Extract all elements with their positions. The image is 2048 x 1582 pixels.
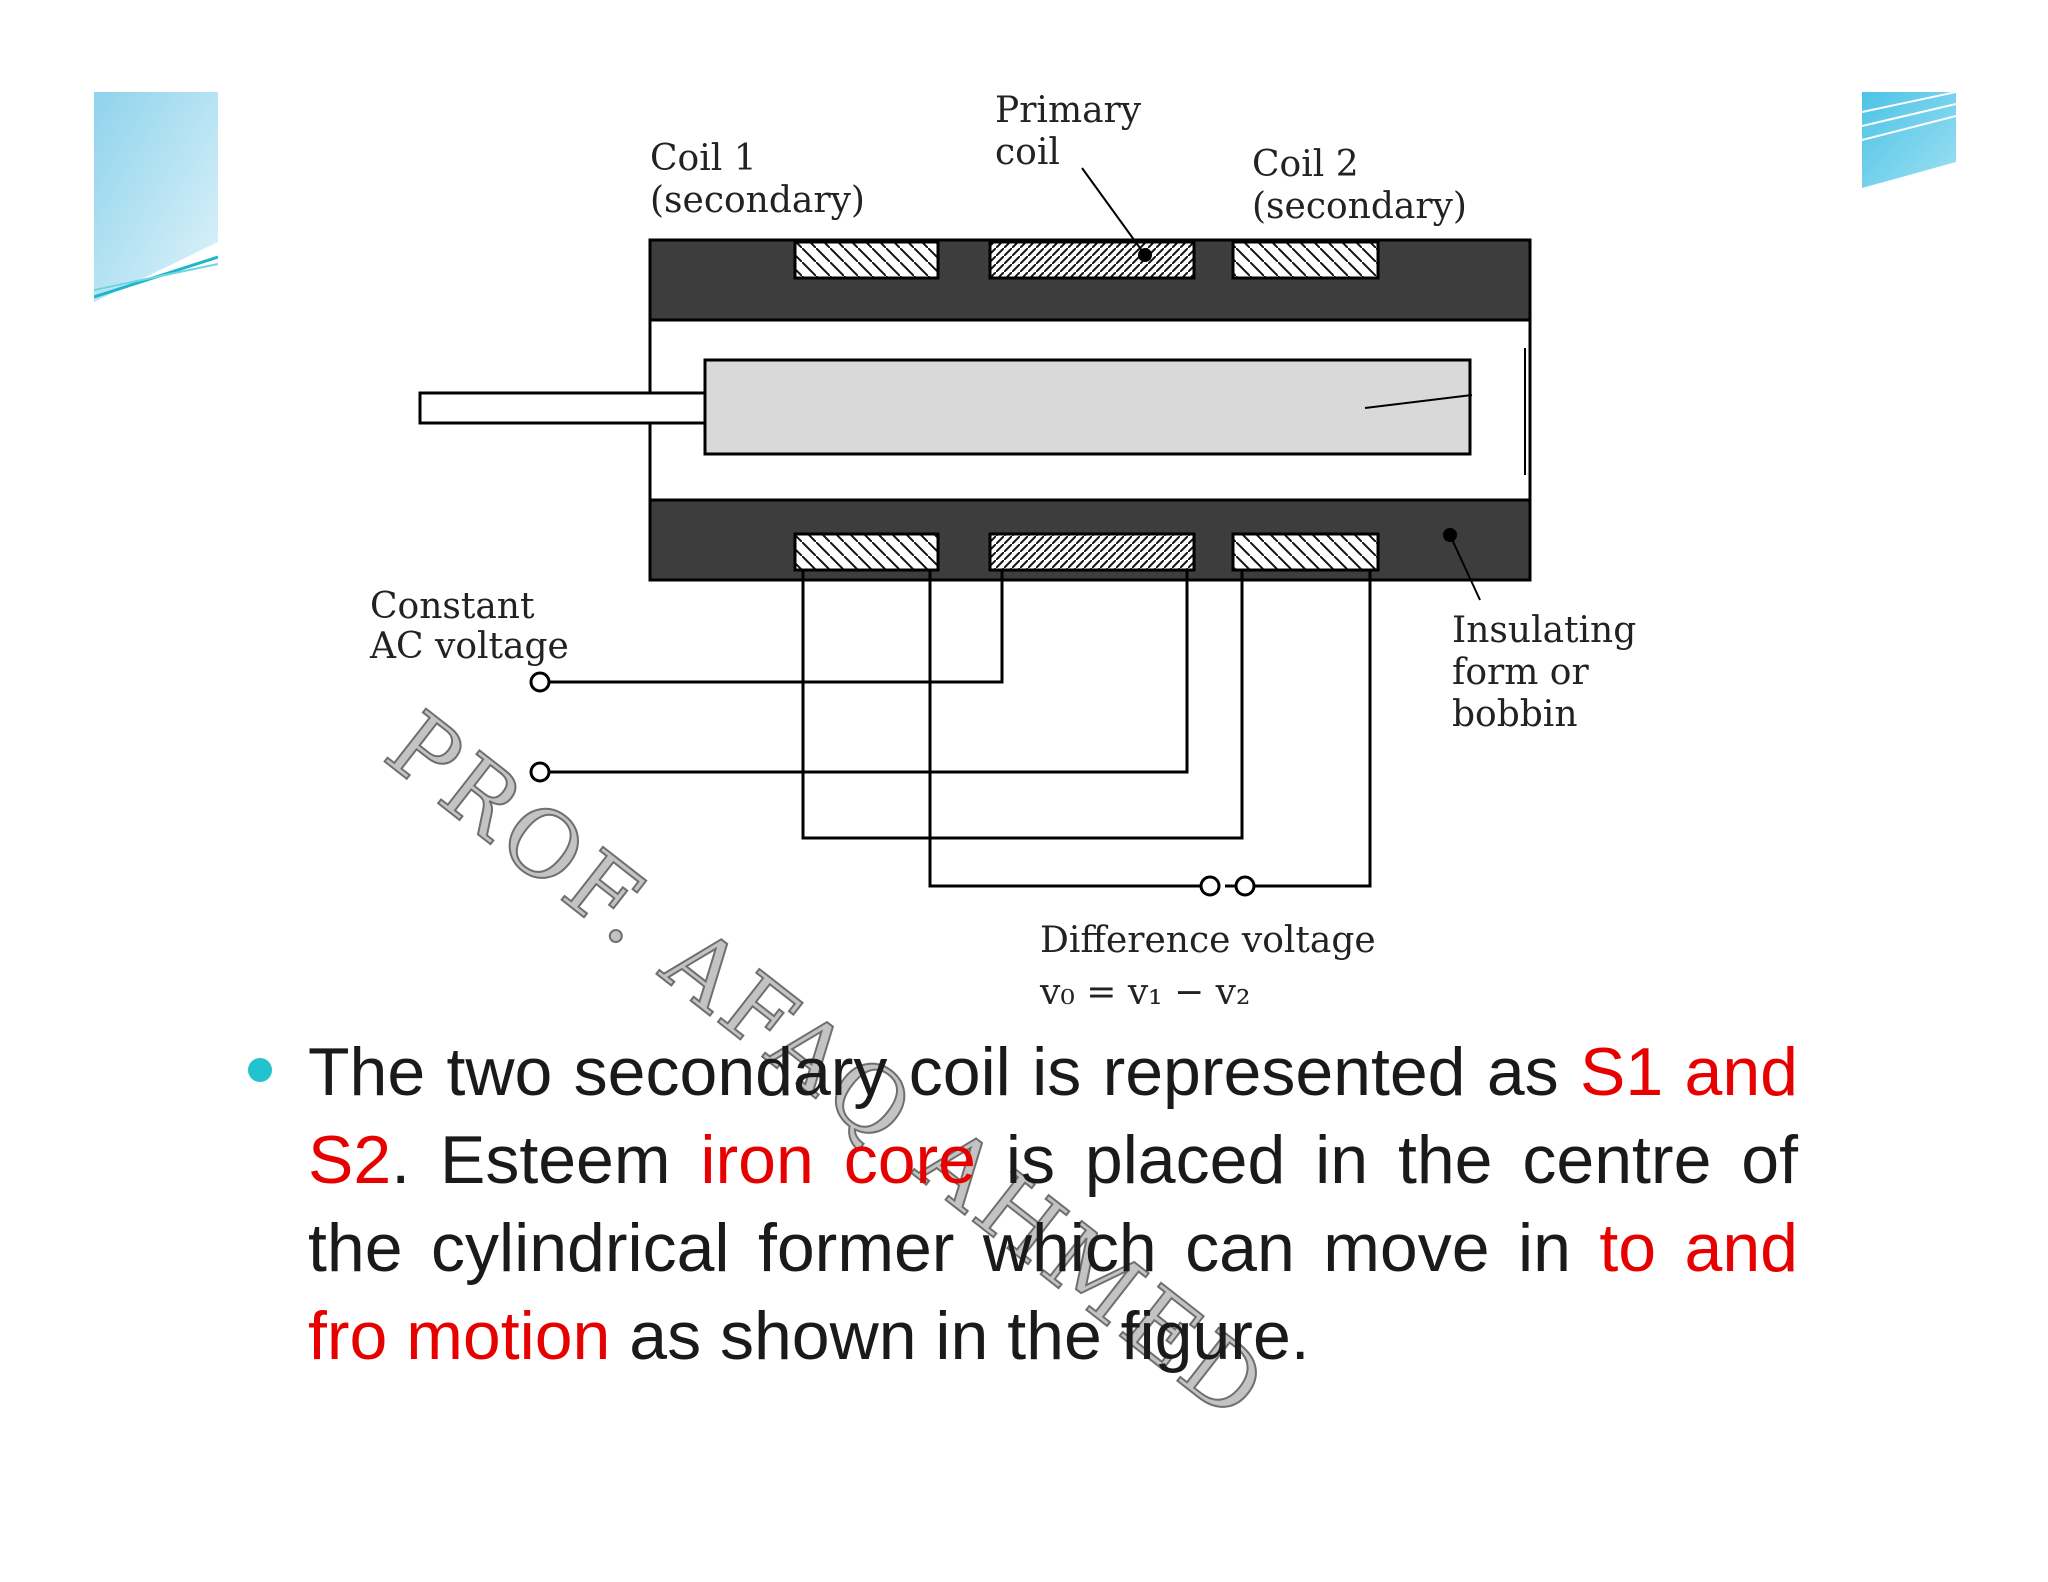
core-rod [418,391,712,425]
primary-coil-label-2: coil [995,132,1060,173]
ac-voltage-label-2: AC voltage [369,626,569,667]
bullet-text: The two secondary coil is represented as… [308,1028,1798,1380]
difference-voltage-formula: v₀ = v₁ − v₂ [1039,972,1250,1013]
coil1-label-2: (secondary) [650,180,865,221]
lvdt-diagram: Primary coil Coil 1 (secondary) Coil 2 (… [369,90,1636,1013]
bullet-point: The two secondary coil is represented as… [248,1028,1798,1380]
decorative-corner-right [1862,92,1956,188]
primary-wiring [550,570,1189,774]
highlight-iron-core: iron core [700,1122,976,1198]
secondary-wiring [801,570,1372,888]
insulating-label-3: bobbin [1452,694,1578,735]
coil2-bottom-winding [1231,532,1380,572]
coil1-top-winding [793,240,940,280]
difference-voltage-label: Difference voltage [1040,920,1376,961]
insulating-label-2: form or [1452,652,1589,693]
highlight-motion: to and fro motion [308,1210,1798,1374]
bullet-dot-icon [248,1058,272,1082]
ac-terminal-1 [529,671,551,693]
coil1-bottom-winding [793,532,940,572]
highlight-s1-s2: S1 and S2 [308,1034,1798,1198]
bullet-text-part: The two secondary coil is represented as [308,1034,1581,1110]
insulating-label-1: Insulating [1452,610,1636,651]
ac-terminal-2 [529,761,551,783]
primary-coil-label-1: Primary [995,90,1142,131]
ac-voltage-label-1: Constant [370,586,535,627]
coil2-top-winding [1231,240,1380,280]
coil1-label-1: Coil 1 [650,138,757,179]
primary-bottom-winding [988,532,1196,572]
iron-core [703,358,1472,456]
bullet-text-part: is placed in the centre of the cylindric… [308,1122,1798,1286]
output-terminal-1 [1199,875,1221,897]
bullet-text-part: . Esteem [391,1122,701,1198]
decorative-corner-left [94,92,218,302]
coil2-label-1: Coil 2 [1252,144,1359,185]
primary-top-winding [988,240,1196,280]
bullet-text-part: as shown in the figure. [610,1298,1310,1374]
output-terminal-2 [1234,875,1256,897]
coil2-label-2: (secondary) [1252,186,1467,227]
